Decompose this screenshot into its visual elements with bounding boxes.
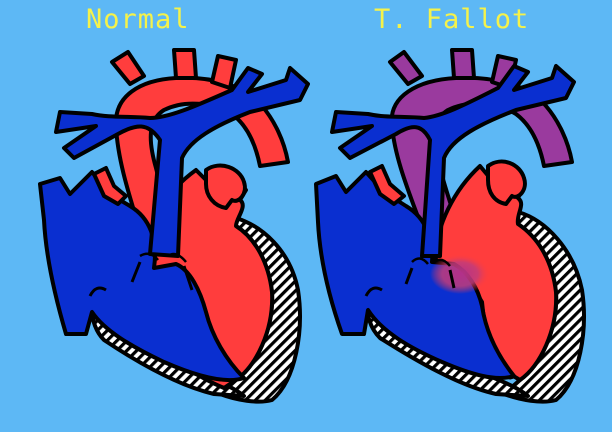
valve-tricuspid [88, 286, 107, 297]
valve-left [139, 252, 159, 261]
heart-normal [38, 48, 310, 404]
atrial-appendage [368, 164, 406, 206]
aortic-branch [110, 50, 146, 86]
pulmonary-artery [54, 66, 310, 258]
label-normal: Normal [86, 4, 190, 35]
label-fallot: T. Fallot [374, 4, 530, 35]
valve-right [433, 258, 451, 267]
left-atrium [204, 163, 247, 210]
aortic-branch [450, 48, 476, 80]
chordae [130, 261, 194, 291]
aortic-branch [172, 48, 198, 80]
valve-tricuspid [364, 286, 383, 297]
atrial-appendage [92, 166, 128, 206]
valve-right [167, 252, 187, 263]
pulmonary-artery-stenotic [330, 64, 576, 258]
vsd-mixing [430, 254, 490, 294]
valve-left [411, 257, 429, 265]
aortic-branch [388, 50, 424, 86]
left-atrium [486, 159, 527, 206]
aortic-branch [210, 54, 238, 90]
heart-fallot [314, 48, 586, 404]
chordae [404, 267, 456, 289]
